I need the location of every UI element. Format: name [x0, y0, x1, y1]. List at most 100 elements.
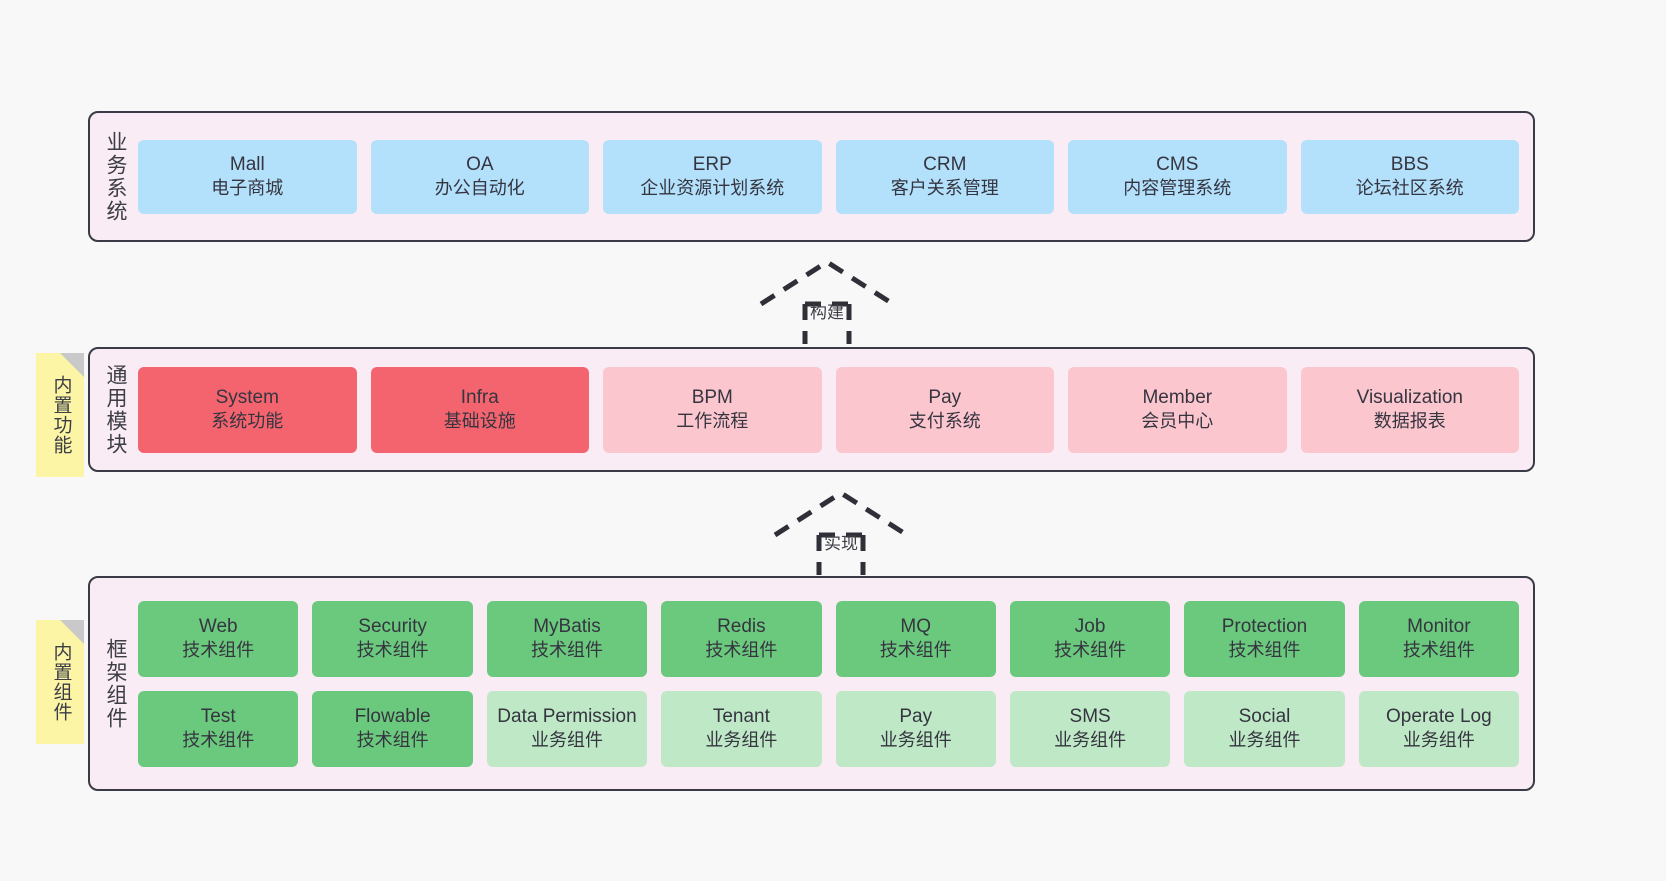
connector-implement: 实现 — [771, 489, 911, 575]
sticky-note-label-builtin-features: 内置功能 — [50, 375, 72, 455]
node-title: Infra — [460, 387, 499, 409]
node-title: Tenant — [712, 706, 770, 728]
node-subtitle: 业务组件 — [879, 730, 952, 751]
node-subtitle: 技术组件 — [1054, 640, 1127, 661]
node-title: BPM — [691, 387, 733, 409]
node-subtitle: 技术组件 — [879, 640, 952, 661]
node-subtitle: 业务组件 — [705, 730, 778, 751]
node-subtitle: 业务组件 — [1402, 730, 1475, 751]
node-title: OA — [466, 154, 494, 176]
node-title: Test — [200, 706, 236, 728]
node-title: Visualization — [1356, 387, 1463, 409]
sticky-fold-corner-icon — [60, 620, 84, 644]
node-title: ERP — [692, 154, 732, 176]
node-subtitle: 技术组件 — [1228, 640, 1301, 661]
sticky-note-builtin-features: 内置功能 — [36, 353, 84, 477]
node-title: BBS — [1390, 154, 1429, 176]
node-subtitle: 电子商城 — [211, 178, 284, 199]
sticky-note-label-builtin-components: 内置组件 — [50, 642, 72, 722]
node-subtitle: 企业资源计划系统 — [640, 178, 785, 199]
layer-label-business-systems: 业务系统 — [104, 130, 128, 223]
node-subtitle: 技术组件 — [1402, 640, 1475, 661]
node-subtitle: 数据报表 — [1373, 411, 1446, 432]
node-title: Pay — [928, 387, 962, 409]
node-title: SMS — [1069, 706, 1111, 728]
layer-label-common-modules: 通用模块 — [104, 363, 128, 456]
node-title: Flowable — [354, 706, 431, 728]
node-subtitle: 工作流程 — [676, 411, 749, 432]
node-title: Redis — [717, 616, 766, 638]
node-title: MyBatis — [533, 616, 601, 638]
node-title: CRM — [923, 154, 967, 176]
node-title: Mall — [229, 154, 265, 176]
connector-build: 构建 — [757, 258, 897, 344]
node-title: Web — [198, 616, 238, 638]
node-subtitle: 技术组件 — [705, 640, 778, 661]
node-subtitle: 会员中心 — [1141, 411, 1214, 432]
node-subtitle: 技术组件 — [182, 730, 255, 751]
node-title: Protection — [1221, 616, 1308, 638]
node-subtitle: 论坛社区系统 — [1355, 178, 1464, 199]
node-subtitle: 客户关系管理 — [890, 178, 999, 199]
node-subtitle: 办公自动化 — [434, 178, 525, 199]
connector-label-build: 构建 — [810, 303, 844, 322]
node-title: Security — [358, 616, 427, 638]
connector-label-implement: 实现 — [824, 534, 858, 553]
node-subtitle: 系统功能 — [211, 411, 284, 432]
node-subtitle: 技术组件 — [356, 730, 429, 751]
node-subtitle: 技术组件 — [530, 640, 603, 661]
node-subtitle: 内容管理系统 — [1123, 178, 1232, 199]
node-title: Pay — [899, 706, 933, 728]
node-subtitle: 技术组件 — [356, 640, 429, 661]
node-subtitle: 业务组件 — [530, 730, 603, 751]
node-subtitle: 支付系统 — [908, 411, 981, 432]
node-subtitle: 基础设施 — [443, 411, 516, 432]
sticky-note-builtin-components: 内置组件 — [36, 620, 84, 744]
node-title: Member — [1142, 387, 1213, 409]
layer-label-framework-components: 框架组件 — [104, 637, 128, 730]
node-title: System — [215, 387, 279, 409]
node-title: Job — [1074, 616, 1106, 638]
node-subtitle: 业务组件 — [1228, 730, 1301, 751]
node-title: MQ — [900, 616, 932, 638]
node-title: Social — [1238, 706, 1291, 728]
sticky-fold-corner-icon — [60, 353, 84, 377]
node-title: Operate Log — [1386, 706, 1492, 728]
node-subtitle: 技术组件 — [182, 640, 255, 661]
